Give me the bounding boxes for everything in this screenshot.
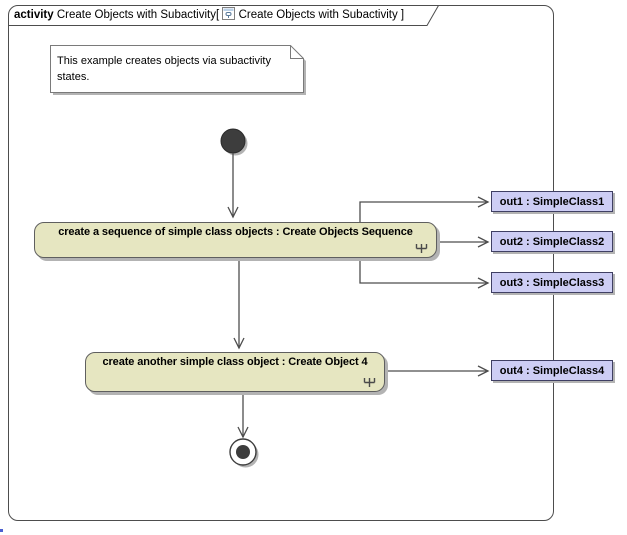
frame-name: Create Objects with Subactivity[ bbox=[53, 9, 223, 21]
action-create-object-4[interactable]: create another simple class object : Cre… bbox=[85, 352, 385, 392]
action-label: create another simple class object : Cre… bbox=[102, 356, 368, 368]
frame-diagram-name: Create Objects with Subactivity ] bbox=[235, 9, 405, 21]
parameter-label: out4 : SimpleClass4 bbox=[499, 365, 605, 377]
parameter-node-out1[interactable]: out1 : SimpleClass1 bbox=[491, 191, 613, 212]
action-create-objects-sequence[interactable]: create a sequence of simple class object… bbox=[34, 222, 437, 258]
action-label: create a sequence of simple class object… bbox=[58, 226, 413, 238]
rake-icon bbox=[363, 378, 376, 387]
parameter-label: out1 : SimpleClass1 bbox=[499, 196, 605, 208]
frame-title: activity Create Objects with Subactivity… bbox=[14, 7, 404, 24]
parameter-node-out2[interactable]: out2 : SimpleClass2 bbox=[491, 231, 613, 252]
parameter-node-out3[interactable]: out3 : SimpleClass3 bbox=[491, 272, 613, 293]
parameter-node-out4[interactable]: out4 : SimpleClass4 bbox=[491, 360, 613, 381]
parameter-label: out3 : SimpleClass3 bbox=[499, 277, 605, 289]
note-line-2: states. bbox=[57, 70, 90, 83]
activity-diagram-icon bbox=[222, 7, 236, 20]
frame-keyword: activity bbox=[14, 9, 54, 21]
note-line-1: This example creates objects via subacti… bbox=[57, 55, 271, 67]
note-text: This example creates objects via subacti… bbox=[57, 54, 301, 85]
parameter-label: out2 : SimpleClass2 bbox=[499, 236, 605, 248]
rake-icon bbox=[415, 244, 428, 253]
artifact-dot bbox=[0, 529, 3, 532]
